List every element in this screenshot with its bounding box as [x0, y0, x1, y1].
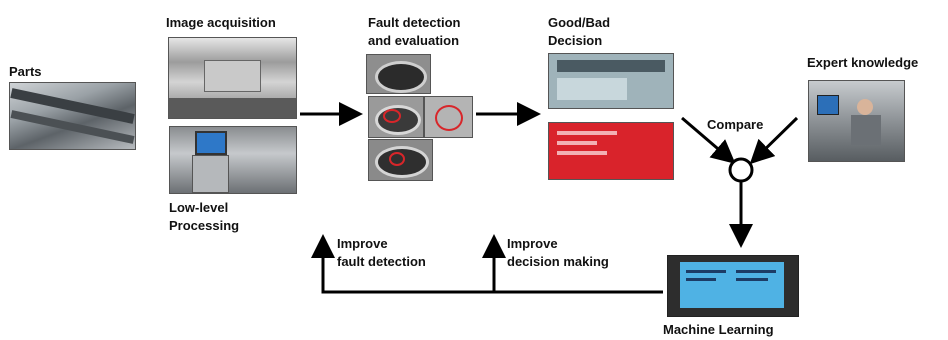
improve-decision-label-1: Improve — [507, 236, 558, 251]
fault-photo-1 — [366, 54, 431, 94]
fault-photo-3 — [424, 96, 473, 138]
improve-fault-label-2: fault detection — [337, 254, 426, 269]
machine-learning-label: Machine Learning — [663, 322, 774, 337]
good-bad-label-2: Decision — [548, 33, 603, 48]
image-acquisition-photo — [168, 37, 297, 119]
parts-photo — [9, 82, 136, 150]
image-acquisition-label: Image acquisition — [166, 15, 276, 30]
fault-detection-label-2: and evaluation — [368, 33, 460, 48]
improve-fault-label-1: Improve — [337, 236, 388, 251]
fault-detection-label-1: Fault detection — [368, 15, 461, 30]
good-bad-label-1: Good/Bad — [548, 15, 611, 30]
expert-knowledge-photo — [808, 80, 905, 162]
low-level-label-2: Processing — [169, 218, 240, 233]
fault-photo-2 — [368, 96, 424, 138]
fault-photo-4 — [368, 139, 433, 181]
bad-decision-screen — [548, 122, 674, 180]
compare-label: Compare — [707, 117, 764, 132]
low-level-processing-photo — [169, 126, 297, 194]
low-level-label-1: Low-level — [169, 200, 229, 215]
arrow-decision-to-compare — [681, 116, 736, 164]
good-decision-screen — [548, 53, 674, 109]
improve-decision-label-2: decision making — [507, 254, 609, 269]
machine-learning-screen — [667, 255, 799, 317]
parts-label: Parts — [9, 64, 42, 79]
expert-knowledge-label: Expert knowledge — [807, 55, 919, 70]
arrow-expert-to-compare — [749, 116, 799, 165]
compare-node — [728, 157, 754, 183]
feedback-line — [311, 234, 663, 294]
